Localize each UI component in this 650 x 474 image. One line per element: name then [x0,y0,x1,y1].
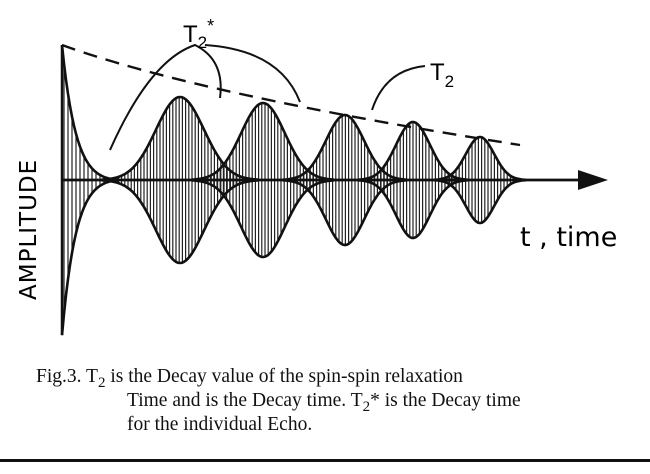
echo-envelope-top [282,113,408,181]
t2-leader-line [371,65,426,111]
bottom-rule [0,459,650,462]
echo-envelope-top [357,120,468,181]
fid-envelope-bottom [60,178,120,336]
echo-envelope-bottom [282,179,408,247]
echo-envelope-bottom [433,178,527,225]
t2-decay-curve [61,43,521,147]
t2star-leader-line-1 [109,43,222,151]
echo-envelope-bottom [191,179,334,259]
figure-caption: Fig.3. T2 is the Decay value of the spin… [36,366,521,435]
time-axis-arrow-icon [578,170,608,190]
t2-label: T2 [430,59,454,91]
echo-envelope-bottom [357,179,468,240]
t2star-label: T2* [183,16,214,52]
echo-envelope-top [101,95,258,181]
fid-envelope-top [60,44,120,182]
signal-hatching [63,63,521,314]
echo-envelope-bottom [101,179,258,265]
echo-envelope-top [191,101,334,181]
t2star-leader-line-2 [204,44,301,103]
echo-envelope-top [433,135,527,182]
time-label: t , time [520,222,617,253]
signal-envelope [60,44,527,336]
amplitude-label: AMPLITUDE [16,159,42,300]
